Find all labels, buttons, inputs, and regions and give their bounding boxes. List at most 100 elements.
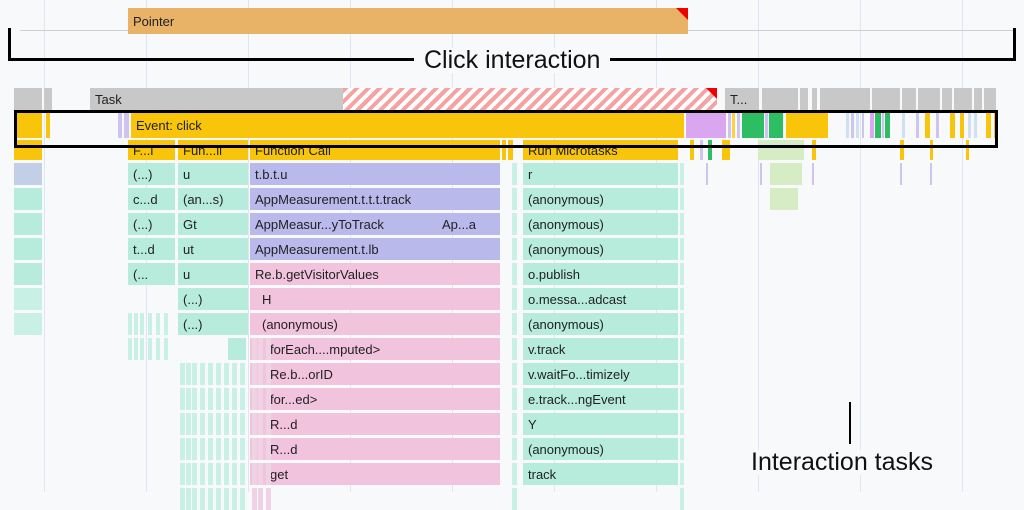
flame-sliver[interactable] xyxy=(512,413,517,435)
flame-bar[interactable]: o.messa...adcast xyxy=(523,288,678,310)
flame-sliver[interactable] xyxy=(216,413,221,435)
flame-sliver[interactable] xyxy=(512,463,517,485)
flame-left-block[interactable] xyxy=(14,263,42,285)
task-bar[interactable] xyxy=(820,88,870,110)
flame-bar[interactable]: AppMeasurement.t.t.t.track xyxy=(250,188,500,210)
flame-sliver[interactable] xyxy=(512,488,517,510)
event-segment[interactable] xyxy=(882,112,884,138)
flame-sliver[interactable] xyxy=(258,338,263,360)
flame-sliver[interactable] xyxy=(224,388,229,410)
flame-sliver[interactable] xyxy=(680,213,684,235)
flame-sliver[interactable] xyxy=(680,163,684,185)
flame-bar[interactable]: H xyxy=(250,288,500,310)
event-segment[interactable] xyxy=(925,112,930,138)
flame-sliver[interactable] xyxy=(180,463,185,485)
flame-sliver[interactable] xyxy=(192,413,197,435)
flame-sliver[interactable] xyxy=(216,438,221,460)
flame-sliver[interactable] xyxy=(266,463,271,485)
flame-sliver[interactable] xyxy=(232,413,237,435)
flame-bar[interactable]: (anonymous) xyxy=(523,238,678,260)
flame-sliver[interactable] xyxy=(680,188,684,210)
flame-sliver[interactable] xyxy=(180,363,185,385)
flame-bar[interactable]: t...d xyxy=(128,238,175,260)
flame-sliver[interactable] xyxy=(258,388,263,410)
event-segment[interactable] xyxy=(732,112,735,138)
flame-sliver[interactable] xyxy=(258,438,263,460)
flame-sliver[interactable] xyxy=(186,488,191,510)
flame-sliver[interactable] xyxy=(216,363,221,385)
flame-sliver[interactable] xyxy=(900,163,902,185)
flame-bar[interactable]: R...d xyxy=(250,413,500,435)
flame-left-block[interactable] xyxy=(14,188,42,210)
event-segment[interactable] xyxy=(936,112,939,138)
event-click-bar[interactable]: Event: click xyxy=(131,112,683,138)
flame-sliver[interactable] xyxy=(706,163,708,185)
task-bar[interactable] xyxy=(762,88,798,110)
task-bar[interactable] xyxy=(44,88,52,110)
flame-sliver[interactable] xyxy=(186,463,191,485)
event-segment[interactable] xyxy=(737,112,740,138)
flame-sliver[interactable] xyxy=(140,338,144,360)
flame-sliver[interactable] xyxy=(192,388,197,410)
flame-bar[interactable]: v.track xyxy=(523,338,678,360)
flame-sliver[interactable] xyxy=(770,188,798,210)
flame-sliver[interactable] xyxy=(208,438,213,460)
flame-sliver[interactable] xyxy=(512,363,517,385)
flame-sliver[interactable] xyxy=(680,413,684,435)
flame-bar[interactable]: R...d xyxy=(250,438,500,460)
event-segment[interactable] xyxy=(846,112,849,138)
flame-sliver[interactable] xyxy=(228,263,246,285)
event-segment[interactable] xyxy=(765,112,768,138)
event-segment-violet[interactable] xyxy=(686,112,726,138)
event-segment[interactable] xyxy=(968,112,971,138)
event-segment[interactable] xyxy=(728,112,731,138)
flame-sliver[interactable] xyxy=(252,488,257,510)
flame-sliver[interactable] xyxy=(164,313,168,335)
flame-sliver[interactable] xyxy=(240,463,245,485)
flame-sliver[interactable] xyxy=(224,488,229,510)
flame-sliver[interactable] xyxy=(770,163,802,185)
task-bar[interactable] xyxy=(954,88,972,110)
task-bar-truncated[interactable]: T... xyxy=(725,88,759,110)
function-cell[interactable] xyxy=(708,140,712,160)
flame-sliver[interactable] xyxy=(232,438,237,460)
flame-sliver[interactable] xyxy=(252,388,257,410)
flame-sliver[interactable] xyxy=(252,463,257,485)
flame-sliver[interactable] xyxy=(208,413,213,435)
flame-sliver[interactable] xyxy=(266,363,271,385)
flame-sliver[interactable] xyxy=(224,413,229,435)
flame-sliver[interactable] xyxy=(192,463,197,485)
flame-sliver[interactable] xyxy=(512,238,517,260)
flame-sliver[interactable] xyxy=(240,388,245,410)
event-segment[interactable] xyxy=(786,112,828,138)
flame-bar[interactable]: Re.b.getVisitorValues xyxy=(250,263,500,285)
flame-sliver[interactable] xyxy=(266,388,271,410)
function-cell[interactable] xyxy=(690,140,694,160)
flame-sliver[interactable] xyxy=(232,388,237,410)
event-segment[interactable] xyxy=(974,112,977,138)
flame-sliver[interactable] xyxy=(812,163,814,185)
flame-sliver[interactable] xyxy=(680,338,684,360)
flame-sliver[interactable] xyxy=(258,463,263,485)
flame-bar[interactable]: e.track...ngEvent xyxy=(523,388,678,410)
flame-sliver[interactable] xyxy=(192,438,197,460)
flame-sliver[interactable] xyxy=(128,313,132,335)
flame-sliver[interactable] xyxy=(208,363,213,385)
flame-sliver[interactable] xyxy=(224,463,229,485)
flame-sliver[interactable] xyxy=(680,463,684,485)
flame-sliver[interactable] xyxy=(252,438,257,460)
flame-sliver[interactable] xyxy=(228,338,246,360)
flame-sliver[interactable] xyxy=(216,463,221,485)
event-segment-green[interactable] xyxy=(742,112,764,138)
flame-sliver[interactable] xyxy=(240,363,245,385)
flame-sliver[interactable] xyxy=(680,363,684,385)
event-bar[interactable] xyxy=(124,112,129,138)
flame-sliver[interactable] xyxy=(266,488,271,510)
flame-sliver[interactable] xyxy=(156,313,160,335)
flame-sliver[interactable] xyxy=(200,363,205,385)
flame-sliver[interactable] xyxy=(512,388,517,410)
flame-sliver[interactable] xyxy=(258,413,263,435)
event-bar[interactable] xyxy=(118,112,122,138)
task-bar[interactable] xyxy=(942,88,952,110)
function-cell[interactable] xyxy=(508,140,513,160)
